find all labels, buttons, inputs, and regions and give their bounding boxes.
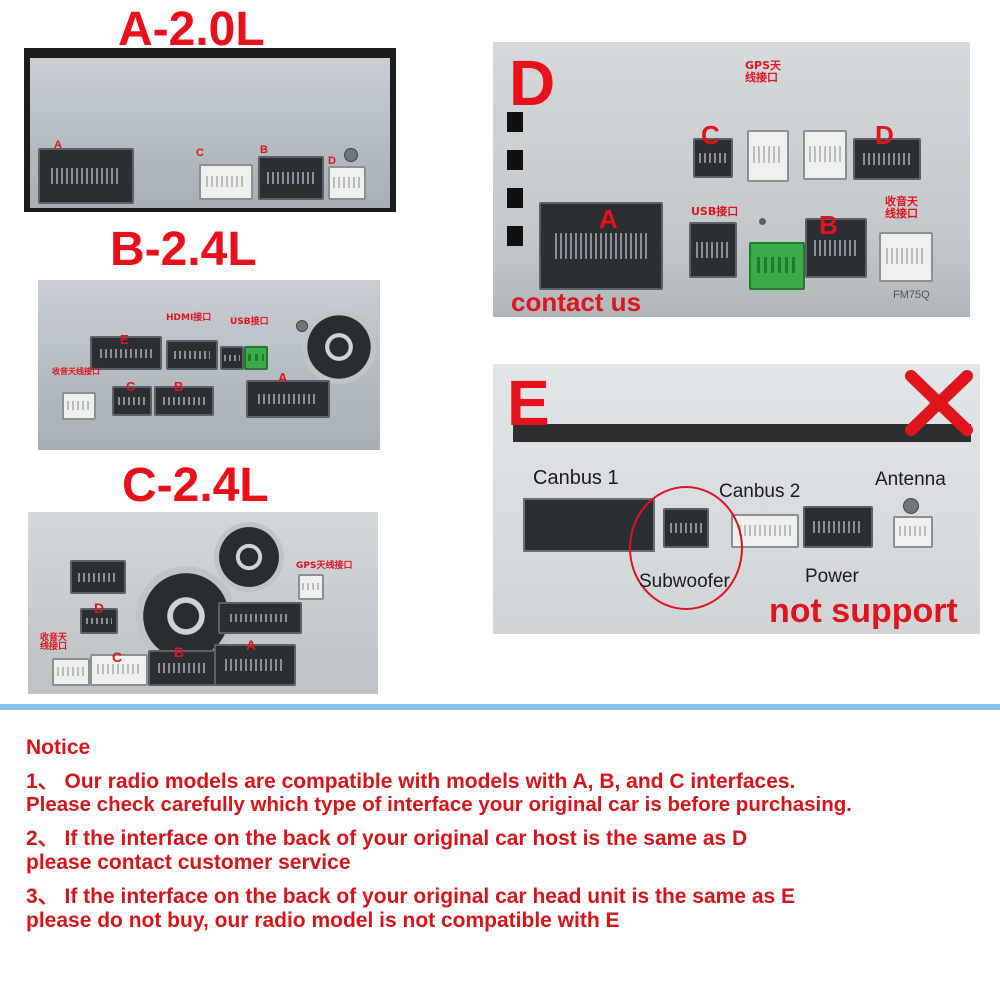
panel-e-photo: Canbus 1 Canbus 2 Antenna Subwoofer Powe… <box>493 364 980 634</box>
panel-a-label-b: B <box>260 144 268 156</box>
notice-line-2: Please check carefully which type of int… <box>26 793 852 816</box>
panel-b-label-b: B <box>174 379 184 394</box>
panel-d-label-gps: GPS天 线接口 <box>745 59 782 84</box>
panel-d-label-radio: 收音天 线接口 <box>885 195 918 220</box>
panel-a-title: A-2.0L <box>118 3 265 56</box>
panel-d-title: D <box>509 47 556 119</box>
panel-c-label-d: D <box>94 600 105 616</box>
panel-d-label-b: B <box>819 210 838 240</box>
panel-e-label-canbus2: Canbus 2 <box>719 481 801 502</box>
panel-c-photo: D GPS天线接口 收音天 线接口 C B A <box>28 512 378 694</box>
panel-b-label-radio: 收音天线接口 <box>52 367 100 376</box>
panel-e-label-canbus1: Canbus 1 <box>533 467 619 489</box>
panel-c-label-radio: 收音天 线接口 <box>40 633 68 653</box>
subwoofer-circle <box>629 486 743 610</box>
notice-line-6: please do not buy, our radio model is no… <box>26 909 620 932</box>
panel-c-label-c: C <box>112 649 123 665</box>
panel-b-label-c: C <box>126 379 136 394</box>
panel-b-label-e: E <box>120 332 129 347</box>
panel-e-not-support: not support <box>769 592 958 630</box>
panel-b-photo: E HDMI接口 USB接口 收音天线接口 C B A <box>38 280 380 450</box>
panel-e-label-power: Power <box>805 566 859 587</box>
panel-a-label-a: A <box>54 139 62 151</box>
panel-a-label-c: C <box>196 147 204 159</box>
notice-line-4: please contact customer service <box>26 851 351 874</box>
panel-d-label-d: D <box>875 120 894 150</box>
panel-b-label-a: A <box>278 370 288 385</box>
panel-a-label-d: D <box>328 155 336 167</box>
panel-e-title: E <box>507 367 550 439</box>
panel-d-photo: C GPS天 线接口 D A USB接口 B 收音天 线接口 FM75Q con… <box>493 42 970 317</box>
panel-d-label-a: A <box>599 204 618 234</box>
panel-d-model-label: FM75Q <box>893 289 930 301</box>
panel-c-label-gps: GPS天线接口 <box>296 561 353 571</box>
panel-c-label-b: B <box>174 644 185 660</box>
panel-c-label-a: A <box>246 637 257 653</box>
panel-d-label-usb: USB接口 <box>691 205 739 218</box>
cross-icon <box>905 370 973 436</box>
panel-d-contact-label: contact us <box>511 287 642 317</box>
panel-d-label-c: C <box>701 120 720 150</box>
panel-b-label-hdmi: HDMI接口 <box>166 313 212 323</box>
section-divider <box>0 704 1000 710</box>
notice-heading: Notice <box>26 736 91 759</box>
notice-line-1: 1、 Our radio models are compatible with … <box>26 770 796 793</box>
panel-c-title: C-2.4L <box>122 459 269 512</box>
panel-e-label-subwoofer: Subwoofer <box>639 571 730 592</box>
panel-a-photo: A C B D <box>24 48 396 212</box>
panel-e-label-antenna: Antenna <box>875 469 946 490</box>
notice-line-5: 3、 If the interface on the back of your … <box>26 885 796 908</box>
panel-b-title: B-2.4L <box>110 223 257 276</box>
panel-b-label-usb: USB接口 <box>230 317 269 327</box>
notice-line-3: 2、 If the interface on the back of your … <box>26 827 748 850</box>
